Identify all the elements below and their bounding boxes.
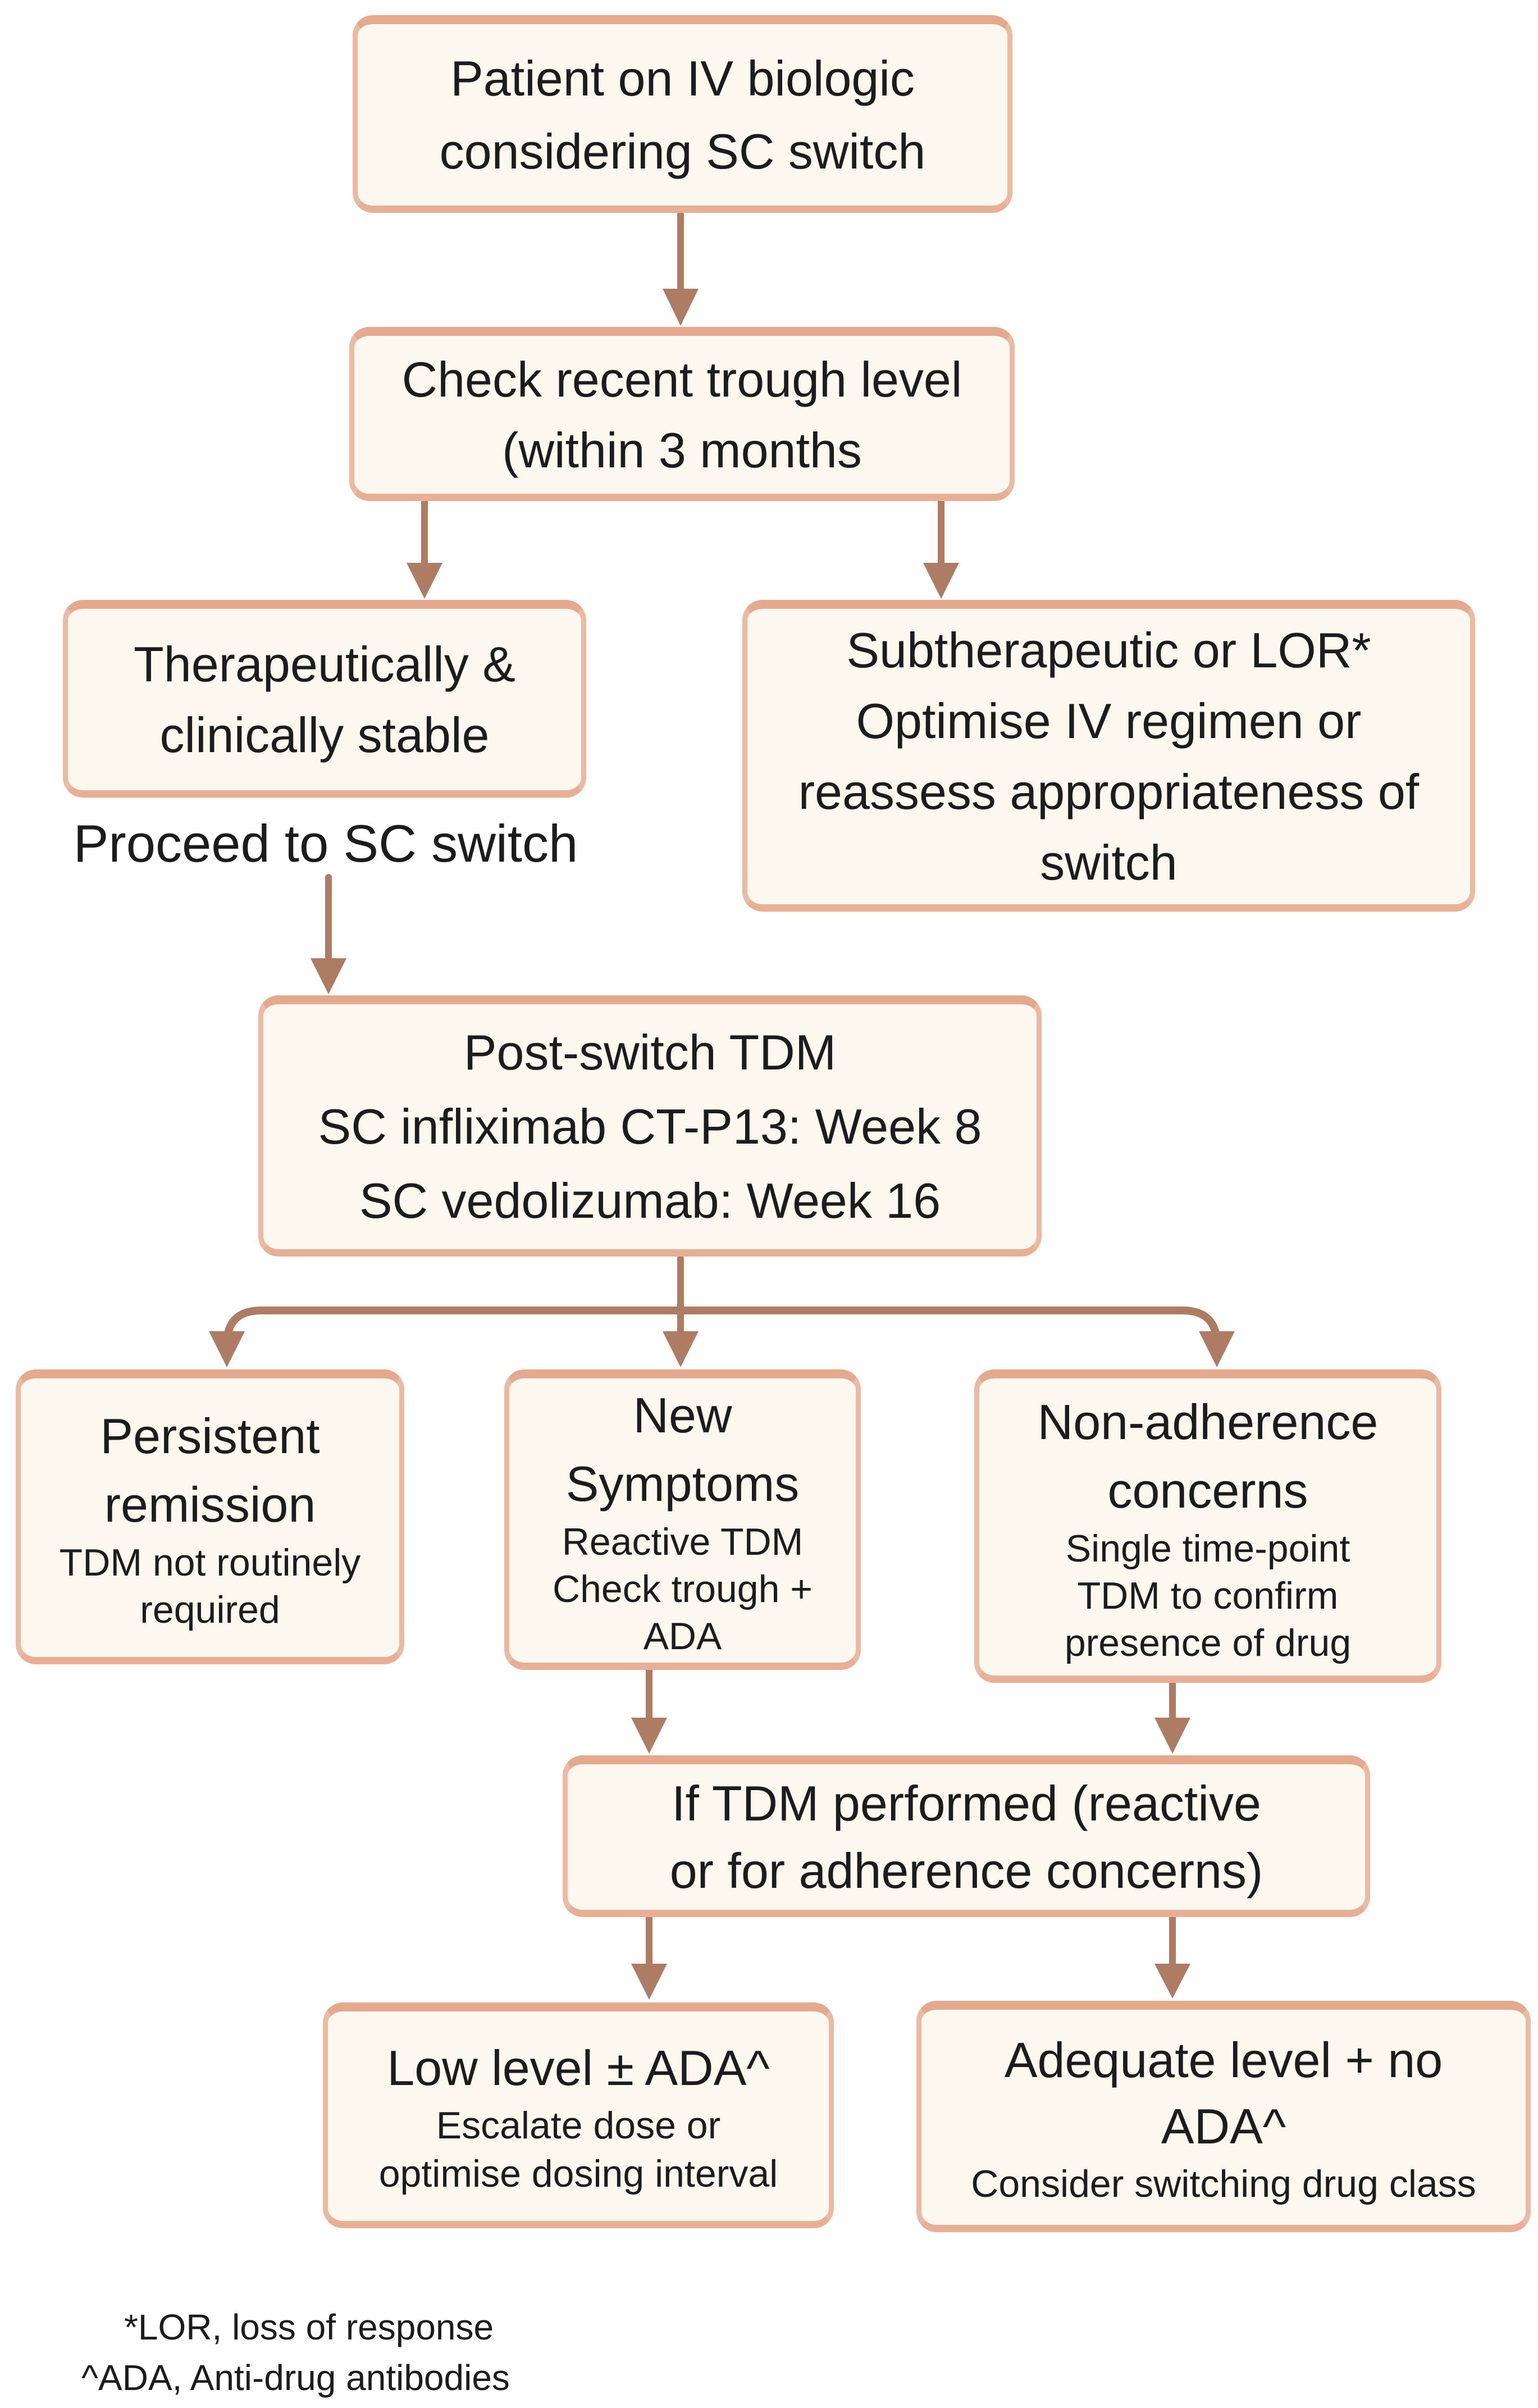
- node-line: or for adherence concerns): [669, 1842, 1263, 1899]
- footnote-lor: *LOR, loss of response: [124, 2307, 494, 2347]
- arrowhead: [663, 289, 699, 326]
- node-line: considering SC switch: [439, 123, 926, 179]
- node-line: Low level ± ADA^: [387, 2040, 770, 2096]
- node-line: reassess appropriateness of: [798, 764, 1420, 820]
- node-adequate-level: Adequate level + no ADA^ Consider switch…: [916, 2001, 1531, 2232]
- node-line: Post-switch TDM: [463, 1025, 837, 1080]
- node-line: remission: [104, 1477, 316, 1532]
- node-line: New: [633, 1387, 732, 1443]
- node-line: concerns: [1107, 1462, 1308, 1518]
- node-if-tdm-performed: If TDM performed (reactive or for adhere…: [563, 1755, 1370, 1917]
- node-check-trough: Check recent trough level (within 3 mont…: [349, 327, 1015, 501]
- node-line: Check recent trough level: [401, 351, 962, 407]
- arrowhead: [631, 1964, 667, 2000]
- node-line: Symptoms: [565, 1456, 800, 1512]
- node-line: (within 3 months: [502, 422, 862, 478]
- node-line: TDM not routinely: [59, 1541, 361, 1584]
- node-line: Optimise IV regimen or: [856, 693, 1362, 749]
- node-line: Reactive TDM: [562, 1521, 804, 1563]
- node-subtherapeutic: Subtherapeutic or LOR* Optimise IV regim…: [742, 600, 1475, 912]
- arrowhead: [1199, 1331, 1235, 1367]
- node-line: SC infliximab CT-P13: Week 8: [318, 1099, 982, 1154]
- node-line: Check trough +: [552, 1568, 813, 1610]
- node-non-adherence: Non-adherence concerns Single time-point…: [974, 1369, 1441, 1683]
- branch-bar: [223, 1307, 1221, 1351]
- node-line: Patient on IV biologic: [450, 50, 915, 106]
- arrowhead: [923, 563, 959, 599]
- arrowhead: [209, 1331, 245, 1367]
- node-line: TDM to confirm: [1077, 1574, 1339, 1617]
- node-stable: Therapeutically & clinically stable: [63, 600, 586, 798]
- node-line: If TDM performed (reactive: [672, 1775, 1261, 1831]
- node-line: required: [140, 1588, 280, 1631]
- node-line: Non-adherence: [1037, 1394, 1379, 1450]
- node-line: ADA: [643, 1615, 722, 1658]
- arrowhead: [663, 1331, 699, 1367]
- footnote-ada: ^ADA, Anti-drug antibodies: [81, 2357, 510, 2398]
- node-line: Adequate level + no: [1004, 2032, 1443, 2088]
- node-line: ADA^: [1161, 2098, 1286, 2154]
- node-line: Persistent: [100, 1408, 320, 1464]
- arrowhead: [407, 563, 442, 599]
- node-post-switch: Post-switch TDM SC infliximab CT-P13: We…: [258, 995, 1042, 1257]
- footnote: *LOR, loss of response ^ADA, Anti-drug a…: [81, 2302, 510, 2403]
- arrowhead: [631, 1718, 667, 1754]
- node-persistent-remission: Persistent remission TDM not routinely r…: [16, 1369, 404, 1664]
- node-line: switch: [1040, 835, 1178, 890]
- proceed-label: Proceed to SC switch: [73, 814, 578, 873]
- node-line: Therapeutically &: [134, 636, 515, 692]
- node-line: SC vedolizumab: Week 16: [359, 1173, 941, 1228]
- node-patient: Patient on IV biologic considering SC sw…: [353, 15, 1012, 213]
- node-line: Subtherapeutic or LOR*: [846, 622, 1371, 678]
- node-line: Consider switching drug class: [971, 2162, 1476, 2205]
- node-new-symptoms: New Symptoms Reactive TDM Check trough +…: [504, 1369, 861, 1670]
- arrowhead: [311, 958, 346, 994]
- arrowhead: [1154, 1718, 1190, 1754]
- arrowhead: [1154, 1964, 1190, 1999]
- node-line: optimise dosing interval: [378, 2152, 778, 2195]
- node-low-level: Low level ± ADA^ Escalate dose or optimi…: [323, 2002, 834, 2228]
- node-line: Escalate dose or: [436, 2104, 721, 2147]
- node-line: clinically stable: [159, 707, 490, 763]
- node-line: Single time-point: [1065, 1527, 1350, 1570]
- node-line: presence of drug: [1064, 1621, 1352, 1664]
